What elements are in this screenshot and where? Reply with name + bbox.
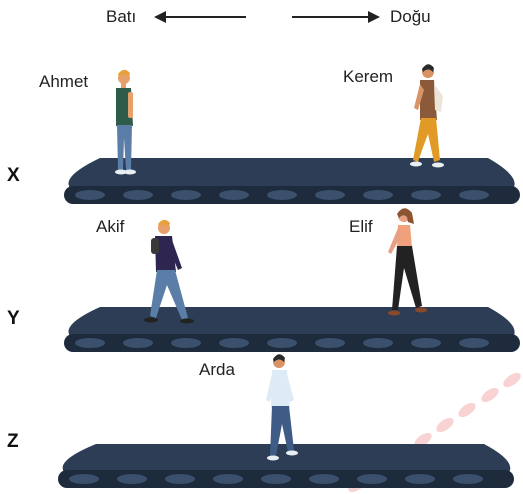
name-label-arda: Arda [199, 360, 235, 379]
east-arrow [292, 11, 380, 23]
row-label-x: X [7, 165, 20, 186]
name-label-akif: Akif [96, 217, 125, 236]
person-ahmet [115, 69, 136, 175]
person-arda [266, 354, 298, 461]
row-label-y: Y [7, 308, 20, 329]
name-label-kerem: Kerem [343, 67, 394, 86]
west-label: Batı [106, 7, 137, 26]
conveyor-belt-x [64, 158, 520, 204]
name-label-ahmet: Ahmet [39, 72, 89, 91]
conveyor-belt-y [64, 307, 520, 352]
west-arrow [154, 11, 246, 23]
person-kerem [410, 64, 444, 168]
person-elif [388, 208, 427, 316]
east-label: Doğu [390, 7, 431, 26]
person-akif [144, 219, 194, 324]
name-label-elif: Elif [349, 217, 373, 236]
conveyor-belt-z [58, 444, 514, 488]
row-label-z: Z [7, 431, 19, 452]
